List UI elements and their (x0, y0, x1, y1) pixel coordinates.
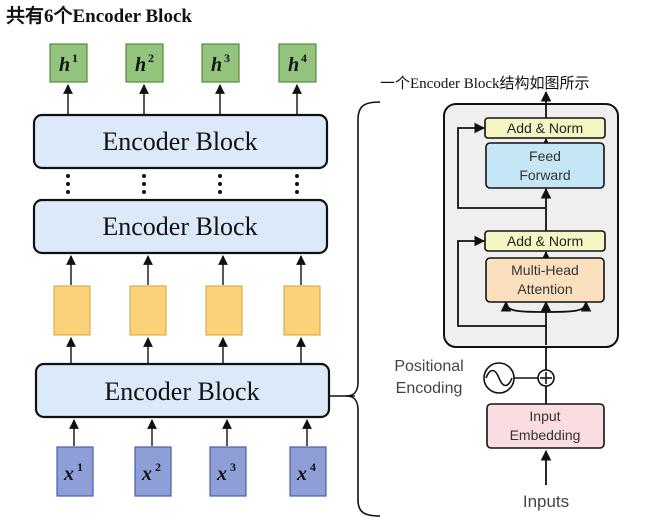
add-norm-label-lower: Add & Norm (507, 233, 583, 249)
hidden-row (53, 285, 321, 336)
add-norm-label-upper: Add & Norm (507, 120, 583, 136)
encoder-block-rect (32, 113, 329, 170)
residual-connections (457, 90, 592, 345)
curly-brace (345, 101, 381, 517)
output-box-rect (201, 43, 240, 83)
output-symbol: h (211, 54, 222, 76)
encoder-block-rect (34, 362, 331, 419)
input-box: x 3 (209, 446, 247, 497)
output-superscript: 1 (72, 51, 78, 65)
input-symbol: x (141, 463, 152, 485)
hidden-box (205, 285, 243, 336)
positional-encoding-label-line2: Encoding (396, 380, 463, 397)
page-title: 共有6个Encoder Block (6, 4, 192, 27)
output-row: h 1 h 2 h 3 h 4 (49, 43, 317, 83)
encoder-block-middle: Encoder Block (32, 198, 329, 255)
input-symbol: x (296, 463, 307, 485)
output-symbol: h (59, 54, 70, 76)
positional-encoding-label-line1: Positional (394, 358, 463, 375)
output-box: h 2 (125, 43, 164, 83)
encoder-block-top: Encoder Block (32, 113, 329, 170)
feed-forward-label-line1: Feed (529, 148, 561, 164)
feed-forward-box (485, 142, 605, 189)
output-box-rect (49, 43, 88, 83)
encoder-block-rect (32, 198, 329, 255)
hidden-box (283, 285, 321, 336)
mha-label-line2: Attention (517, 281, 572, 297)
feed-forward-label-line2: Forward (519, 167, 570, 183)
arrows-inputs-to-bottom (69, 419, 312, 446)
input-box-rect (289, 446, 327, 497)
encoder-detail-panel: Add & Norm Feed Forward Add & Norm Multi… (443, 90, 619, 348)
input-symbol: x (216, 463, 227, 485)
encoder-block-label: Encoder Block (102, 212, 257, 241)
inputs-label: Inputs (523, 492, 569, 511)
output-superscript: 4 (301, 51, 307, 65)
encoder-block-bottom: Encoder Block (34, 362, 331, 419)
input-box-rect (209, 446, 247, 497)
input-embedding-box (486, 403, 605, 449)
output-box-rect (125, 43, 164, 83)
arrows-bottom-to-hidden (66, 337, 306, 364)
input-box: x 2 (134, 446, 172, 497)
sine-wave-path (485, 369, 513, 387)
ellipsis-dots (66, 174, 299, 194)
input-superscript: 2 (155, 460, 161, 474)
input-box: x 4 (289, 446, 327, 497)
residual-lower (457, 235, 546, 327)
add-norm-box-lower (484, 230, 606, 252)
detail-caption: 一个Encoder Block结构如图所示 (380, 75, 590, 92)
input-superscript: 1 (77, 460, 83, 474)
input-superscript: 4 (310, 460, 316, 474)
hidden-box (53, 285, 91, 336)
input-box-rect (56, 446, 94, 497)
arrows-to-outputs (63, 84, 302, 115)
mha-arrow-left (500, 300, 547, 313)
input-symbol: x (63, 463, 74, 485)
input-row: x 1 x 2 x 3 x 4 (56, 446, 327, 497)
output-box: h 3 (201, 43, 240, 83)
mha-label-line1: Multi-Head (511, 262, 579, 278)
output-superscript: 3 (224, 51, 230, 65)
add-norm-box-upper (484, 117, 606, 139)
mha-arrow-right (545, 300, 592, 313)
output-symbol: h (288, 54, 299, 76)
residual-upper (457, 122, 546, 209)
input-pipeline: Positional Encoding Input Embedding Inpu… (394, 346, 605, 511)
input-embedding-label-line2: Embedding (510, 427, 581, 443)
encoder-block-label: Encoder Block (104, 377, 259, 406)
input-embedding-label-line1: Input (529, 408, 560, 424)
output-box-rect (278, 43, 317, 83)
multi-head-attention-box (485, 257, 605, 303)
detail-panel-rect (443, 103, 619, 348)
input-box-rect (134, 446, 172, 497)
input-superscript: 3 (230, 460, 236, 474)
encoder-block-label: Encoder Block (102, 127, 257, 156)
hidden-box (129, 285, 167, 336)
arrows-hidden-to-middle (66, 255, 306, 285)
input-box: x 1 (56, 446, 94, 497)
output-symbol: h (135, 54, 146, 76)
output-box: h 1 (49, 43, 88, 83)
output-box: h 4 (278, 43, 317, 83)
output-superscript: 2 (148, 51, 154, 65)
